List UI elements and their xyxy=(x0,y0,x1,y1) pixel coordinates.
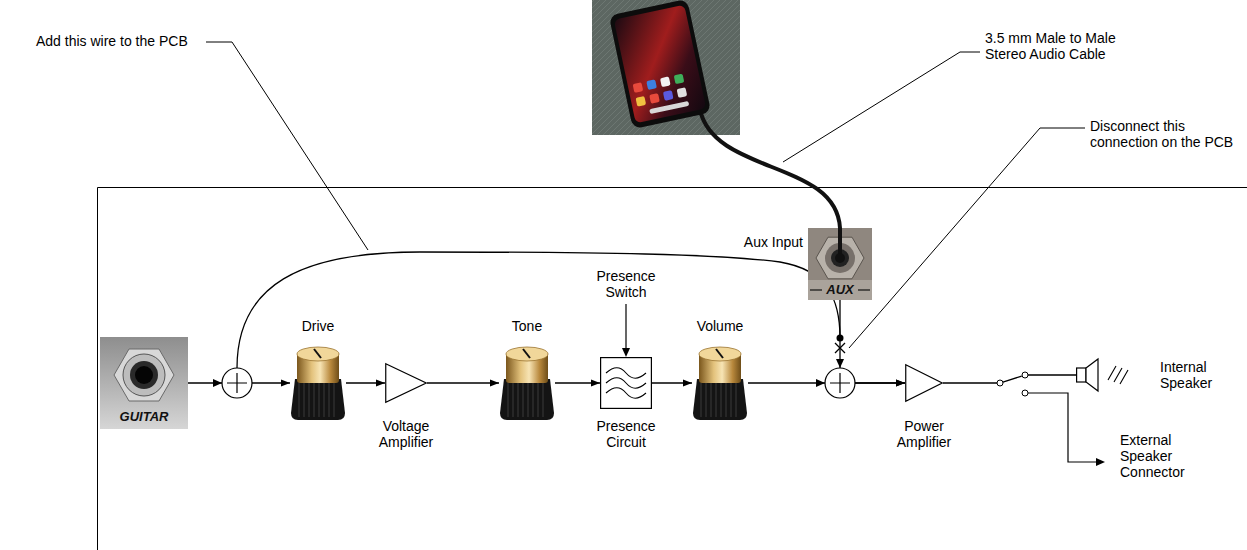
voltage-amplifier: Voltage Amplifier xyxy=(362,362,452,457)
callout-note: Add this wire to the PCB xyxy=(36,33,188,49)
tri-symbol xyxy=(385,363,427,403)
volume-knob: Volume xyxy=(685,316,755,424)
callout-note: Disconnect this connection on the PCB xyxy=(1090,118,1245,150)
presence-symbol xyxy=(600,357,652,409)
block-label: Presence Circuit xyxy=(586,418,666,450)
internal-speaker: Internal Speaker xyxy=(1072,350,1242,402)
speaker-label: Internal Speaker xyxy=(1160,359,1235,391)
drive-knob: Drive xyxy=(283,316,353,424)
knob-symbol xyxy=(499,345,555,421)
presence-circuit: Presence Circuit xyxy=(586,356,668,456)
knob-symbol xyxy=(692,345,748,421)
signal-arrow xyxy=(943,375,1076,383)
leader-line xyxy=(849,128,1085,348)
block-label: Voltage Amplifier xyxy=(366,418,446,450)
summing-junction xyxy=(222,368,252,398)
leader-line xyxy=(783,52,980,162)
disconnect-mark xyxy=(835,343,845,353)
guitar-jack: GUITAR xyxy=(98,335,190,431)
leader-line xyxy=(206,42,368,250)
switch-contact xyxy=(1022,372,1028,378)
knob-label: Tone xyxy=(512,318,542,334)
switch-pivot xyxy=(997,380,1003,386)
tone-knob: Tone xyxy=(492,316,562,424)
block-label: Power Amplifier xyxy=(884,418,964,450)
signal-arrow xyxy=(652,382,692,383)
signal-arrow xyxy=(346,382,385,383)
knob-label: Drive xyxy=(302,318,335,334)
connector-label: External Speaker Connector xyxy=(1120,432,1200,480)
callout-note: 3.5 mm Male to Male Stereo Audio Cable xyxy=(985,30,1125,62)
pcb-outline xyxy=(98,188,1247,550)
junction-dot xyxy=(837,335,844,342)
arrow-head xyxy=(622,348,630,357)
knob-label: Volume xyxy=(697,318,744,334)
arrow-head xyxy=(213,379,222,387)
switch-arrow xyxy=(625,304,626,349)
arrow-head xyxy=(816,379,825,387)
arrow-head xyxy=(1096,458,1105,466)
signal-arrow xyxy=(427,382,499,383)
jack-label: GUITAR xyxy=(120,410,169,425)
tri-symbol xyxy=(905,364,943,402)
signal-arrow xyxy=(555,382,600,383)
signal-arrow xyxy=(840,300,905,383)
speaker-symbol xyxy=(1076,358,1136,392)
jack-label: Aux Input xyxy=(744,234,803,250)
switch-label: Presence Switch xyxy=(586,268,666,300)
power-amplifier: Power Amplifier xyxy=(874,362,974,457)
arrow-head xyxy=(836,359,844,368)
jack-label: AUX xyxy=(826,283,853,298)
audio-cable xyxy=(700,110,840,228)
phone-photo xyxy=(609,0,711,129)
summing-junction xyxy=(825,368,855,398)
added-wire xyxy=(237,252,840,368)
aux-jack: Aux InputAUX xyxy=(738,226,874,302)
knob-symbol xyxy=(290,345,346,421)
output-wire xyxy=(1028,393,1097,462)
switch-contact xyxy=(1022,390,1028,396)
